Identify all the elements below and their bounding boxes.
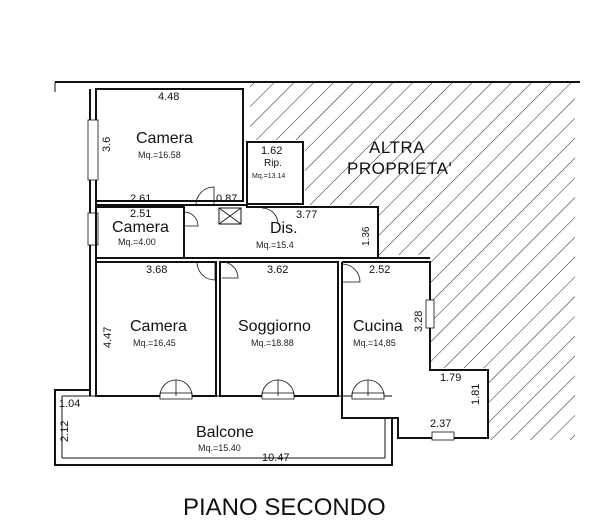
dim-soggiorno-top: 3.62 [267, 264, 288, 276]
room-name-soggiorno: Soggiorno [238, 318, 311, 335]
wall-disimpegno [96, 204, 379, 258]
room-name-rip: Rip. [264, 158, 282, 169]
balcony-door-cucina [351, 379, 385, 400]
door-small-camera [183, 211, 199, 227]
dim-camera3-top: 3.68 [146, 264, 167, 276]
room-name-cucina: Cucina [353, 318, 403, 335]
room-name-camera-1: Camera [136, 130, 193, 147]
room-area-soggiorno: Mq.=18.88 [251, 338, 294, 348]
dim-kitchen-step-v: 1.81 [470, 384, 482, 405]
door-camera-top [195, 186, 215, 206]
dim-kitchen-step-h: 1.79 [440, 372, 461, 384]
dim-kitchen-bottom: 2.37 [430, 418, 451, 430]
door-cucina [341, 263, 361, 283]
dim-camera2-top: 2.51 [130, 208, 151, 220]
door-dis [261, 207, 279, 225]
wall-ripostiglio [246, 141, 304, 205]
dim-balcone-end-h: 1.04 [59, 398, 80, 410]
dim-cucina-side: 3.28 [413, 311, 425, 332]
balcony-door-camera [159, 379, 193, 400]
room-area-cucina: Mq.=14,85 [353, 338, 396, 348]
wall-balcone [54, 389, 393, 466]
room-name-balcone: Balcone [196, 424, 254, 441]
room-area-balcone: Mq.=15.40 [198, 443, 241, 453]
room-area-camera-3: Mq.=16,45 [133, 338, 176, 348]
room-name-camera-3: Camera [130, 318, 187, 335]
door-soggiorno [221, 261, 239, 279]
room-area-rip: Mq.=13.14 [252, 173, 285, 180]
door-camera-lower [196, 261, 216, 281]
dim-rip-top: 1.62 [261, 145, 282, 157]
balcony-door-soggiorno [261, 379, 295, 400]
dim-balcone-end-v: 2.12 [59, 421, 71, 442]
dim-camera3-side: 4.47 [102, 327, 114, 348]
kitchen-bottom-window [431, 431, 455, 441]
plan-title: PIANO SECONDO [183, 494, 386, 521]
dim-camera1-bottom: 2.61 [130, 193, 151, 205]
dim-dis-top: 3.77 [296, 209, 317, 221]
dim-dis-side: 1.36 [361, 226, 372, 246]
room-name-dis: Dis. [270, 220, 298, 237]
other-property-line-1: ALTRA [369, 138, 425, 157]
left-window-1 [87, 119, 99, 181]
wall-small-camera [95, 206, 185, 259]
left-window-2 [87, 212, 99, 246]
kitchen-right-window [425, 299, 435, 329]
dim-camera1-side: 3.6 [101, 137, 113, 152]
dim-camera1-top: 4.48 [158, 91, 179, 103]
room-area-dis: Mq.=15.4 [256, 240, 294, 250]
room-area-camera-2: Mq.=4.00 [118, 237, 156, 247]
other-property-area [250, 82, 575, 440]
dim-balcone-length: 10.47 [262, 452, 290, 464]
dim-rip-bottom: 0.87 [216, 193, 237, 205]
dim-cucina-top: 2.52 [369, 264, 390, 276]
wall-cucina [341, 261, 489, 439]
room-area-camera-1: Mq.=16.58 [138, 150, 181, 160]
other-property-line-2: PROPRIETA' [347, 159, 452, 178]
shaft-cross-2 [218, 207, 242, 225]
room-name-camera-2: Camera [112, 219, 169, 236]
